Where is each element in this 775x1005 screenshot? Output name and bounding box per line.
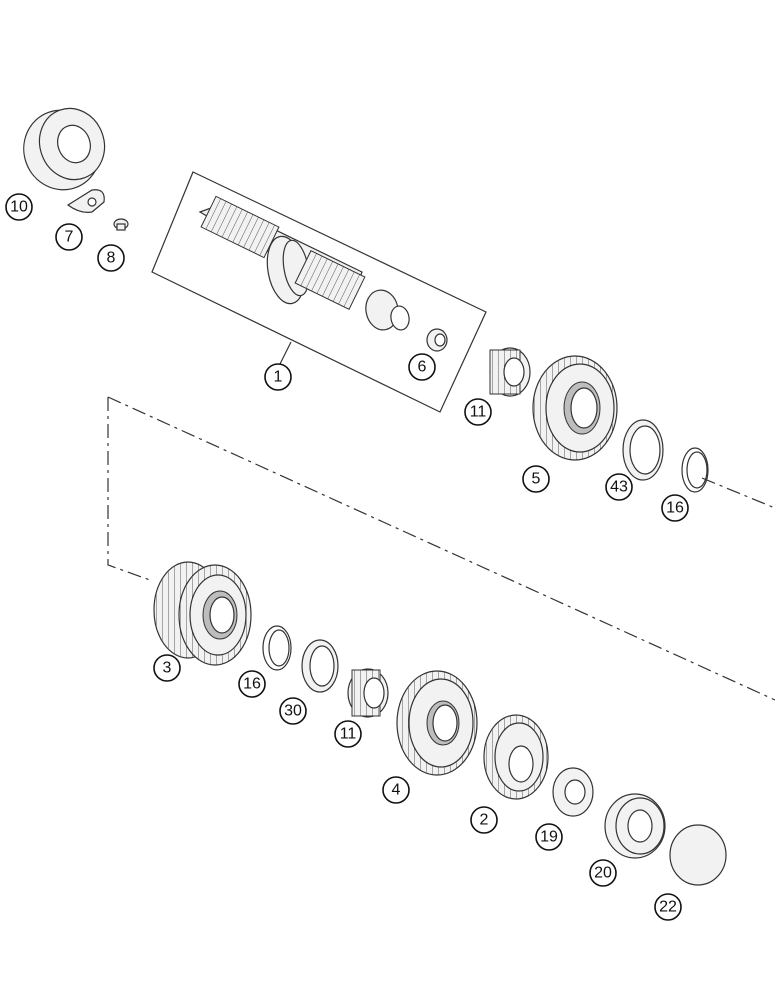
- callout-19[interactable]: 19: [535, 823, 563, 851]
- callout-4[interactable]: 4: [382, 776, 410, 804]
- assembly-axis-line: [701, 477, 775, 509]
- callout-30[interactable]: 30: [279, 697, 307, 725]
- needle-bearing-11-bottom[interactable]: [347, 668, 389, 718]
- gear-4[interactable]: [396, 670, 478, 776]
- callout-43-label: 43: [610, 479, 628, 496]
- main-shaft-1[interactable]: [198, 195, 411, 332]
- screw-8[interactable]: [113, 218, 129, 231]
- gear-2[interactable]: [483, 714, 549, 800]
- bushing-6[interactable]: [426, 328, 448, 352]
- callout-4-label: 4: [392, 782, 401, 799]
- callout-1[interactable]: 1: [264, 363, 292, 391]
- callout-1-label: 1: [274, 369, 283, 386]
- gear-5[interactable]: [532, 355, 618, 461]
- callout-7-label: 7: [65, 229, 74, 246]
- retainer-7[interactable]: [66, 189, 105, 213]
- callout-11-top[interactable]: 11: [464, 398, 492, 426]
- shim-22[interactable]: [669, 824, 727, 886]
- callout-2[interactable]: 2: [470, 806, 498, 834]
- callout-5[interactable]: 5: [522, 465, 550, 493]
- callout-3-label: 3: [163, 660, 172, 677]
- callout-3[interactable]: 3: [153, 654, 181, 682]
- callout-5-label: 5: [532, 471, 541, 488]
- callout-20[interactable]: 20: [589, 859, 617, 887]
- main-shaft-group-frame: [151, 171, 487, 413]
- callout-10-label: 10: [10, 199, 28, 216]
- bearing-10[interactable]: [13, 99, 115, 200]
- retainer-7-hole: [87, 197, 97, 207]
- callout-11-top-label: 11: [470, 404, 487, 421]
- callout-11-bottom-label: 11: [340, 726, 357, 743]
- washer-19[interactable]: [552, 767, 594, 817]
- thrust-washer-30[interactable]: [301, 639, 339, 693]
- callout-16-top[interactable]: 16: [661, 494, 689, 522]
- callout-16-bottom[interactable]: 16: [238, 670, 266, 698]
- callout-6[interactable]: 6: [408, 353, 436, 381]
- callout-22-label: 22: [659, 899, 677, 916]
- needle-bearing-11-top[interactable]: [489, 347, 531, 397]
- callout-22[interactable]: 22: [654, 893, 682, 921]
- callout-7[interactable]: 7: [55, 223, 83, 251]
- callout-6-label: 6: [418, 359, 427, 376]
- callout-30-label: 30: [284, 703, 302, 720]
- callout-16-top-label: 16: [666, 500, 684, 517]
- circlip-16-top[interactable]: [681, 447, 709, 493]
- callout-11-bottom[interactable]: 11: [334, 720, 362, 748]
- callout-2-label: 2: [480, 812, 489, 829]
- callout-10[interactable]: 10: [5, 193, 33, 221]
- callout-20-label: 20: [594, 865, 612, 882]
- washer-43[interactable]: [622, 419, 664, 481]
- gear-3[interactable]: [153, 561, 252, 666]
- callout-43[interactable]: 43: [605, 473, 633, 501]
- callout-16-bottom-label: 16: [243, 676, 261, 693]
- callout-8-label: 8: [107, 250, 116, 267]
- bearing-20[interactable]: [604, 793, 666, 859]
- leader-line-1: [278, 341, 292, 367]
- circlip-16-bottom[interactable]: [262, 625, 292, 671]
- callout-8[interactable]: 8: [97, 244, 125, 272]
- assembly-axis-left-drop: [107, 397, 151, 581]
- callout-19-label: 19: [540, 829, 558, 846]
